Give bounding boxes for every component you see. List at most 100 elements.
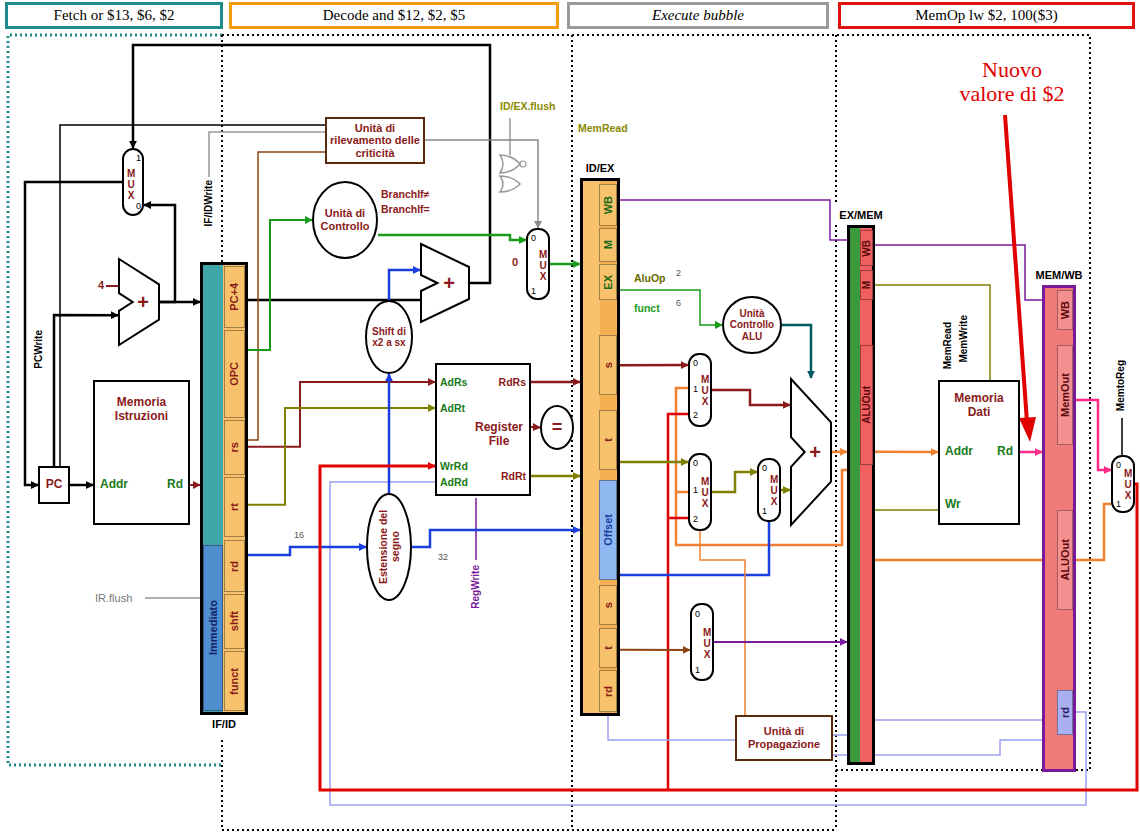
multiplexer: 012MUX [688,453,712,531]
component-label: 1 [695,665,700,675]
register-field: rd [1057,690,1073,735]
callout-note: Nuovo valore di $2 [955,58,1069,106]
signal-name: RegWrite [470,565,482,609]
register-field: M [599,228,617,262]
register-field: Offset [599,480,617,580]
wire-connector [1076,400,1111,470]
control-unit: Unità di Controllo [312,181,378,259]
bus-width: 32 [438,552,448,562]
component-label: EX/MEM [839,209,882,222]
field-label: OPC [229,362,240,386]
stage-region [222,35,1090,770]
register-field: WB [1057,290,1073,330]
register-field: MemOut [1057,345,1073,445]
stage-header: Decode and $12, $2, $5 [229,2,559,29]
wire-connector [248,382,435,447]
component-label: 0 [762,463,767,473]
ellipse-outline [366,301,412,373]
register-field: Immediato [203,545,223,711]
stage-header: MemOp lw $2, 100($3) [838,2,1135,29]
component-label: PC [46,478,63,492]
field-label: t [603,438,614,442]
component-label: Wr [945,498,961,512]
field-label: shft [229,611,240,631]
pipeline-register: IF/IDPC+4OPCrsrtrdshftfunctImmediato [200,262,248,715]
component-label: + [443,272,455,295]
signal-name: PCWrite [33,330,45,369]
component-label: MUX [1124,468,1132,501]
wire-connector [531,381,580,384]
wire-connector [190,484,200,486]
component-label: = [552,417,563,438]
field-label: rd [229,561,240,572]
register-field: ALUOut [860,345,873,465]
wire-connector [425,140,538,228]
component-label: RdRt [501,470,526,482]
component-label: AdRs [440,376,467,388]
wire-connector [388,374,391,493]
register-field: rt [224,477,245,537]
field-label: M [862,281,872,289]
component-label: 1 [693,384,698,394]
component-label: 0 [531,233,536,243]
wire-connector [412,530,580,547]
component-label: Shift di x2 a sx [370,326,408,349]
field-label: Offset [603,514,614,546]
wire-connector [620,649,690,651]
field-label: M [603,240,614,249]
component-label: MUX [127,168,135,201]
component-label: Unità di Propagazione [739,725,829,750]
field-label: funct [229,668,240,695]
component-label: 2 [693,514,698,524]
pipeline-register: EX/MEMWBMALUOut [847,225,875,765]
multiplexer: 0MUX1 [757,458,781,522]
component-label: MUX [701,374,709,407]
component-label: Rd [997,445,1013,459]
component-label: Addr [945,445,973,459]
stage-region [222,35,836,830]
control-wire [209,132,325,177]
register-field: s [599,335,617,395]
component-label: WrRd [440,460,468,472]
register-field: t [599,410,617,470]
wire-connector [781,489,790,492]
bus-width: 2 [676,268,681,278]
component-label: 1 [531,286,536,296]
constant-value: 4 [98,279,104,292]
field-label: PC+4 [229,283,240,311]
data-memory: Memoria DatiAddrRdWr [938,380,1020,525]
component-label: Register File [469,421,529,449]
component-label: Estensione del segno [377,504,401,590]
component-label: Unità di Controllo [317,207,373,232]
shift-unit: Shift di x2 a sx [365,300,413,374]
component-label: IF/ID [212,718,236,731]
register-field: WB [599,184,617,226]
stage-region [572,35,836,830]
field-label: rd [1060,707,1071,718]
wire-connector [620,364,688,367]
wire-connector [832,451,847,454]
wire-connector [531,426,540,429]
wire-connector [389,270,420,300]
sign-extender: Estensione del segno [366,493,412,601]
wire-connector [248,547,366,555]
component-label: Addr [100,478,128,492]
component-label: 1 [136,153,141,163]
wire-connector [875,451,938,454]
wire-connector [1020,451,1042,454]
ellipse-outline [723,297,781,353]
component-label: + [137,291,149,314]
wire-connector [378,235,526,240]
signal-name: funct [634,302,660,314]
component-label: AdRd [440,476,468,488]
logic-gate [500,155,520,173]
register-file: Register FileAdRsAdRtWrRdAdRdRdRsRdRt [435,363,531,496]
register-field: s [599,585,617,625]
signal-name: IF/IDWrite [203,180,215,226]
signal-name: ID/EX.flush [500,100,555,112]
signal-name: MemRead [578,122,628,134]
stage-title: Execute bubble [652,7,744,24]
field-label: WB [862,240,872,257]
logic-gate [500,176,520,192]
